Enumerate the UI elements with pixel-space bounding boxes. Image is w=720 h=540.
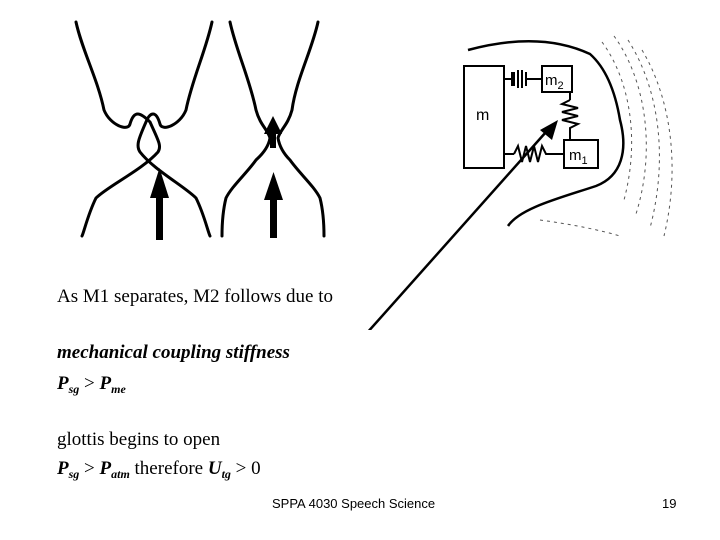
symbol-u: U (207, 458, 222, 479)
caption-line-4: glottis begins to open (57, 429, 221, 450)
subscript-tg: tg (221, 467, 231, 481)
page-number: 19 (662, 496, 677, 511)
left-glottis-drawing (74, 20, 214, 238)
mass-m2-label: m2 (545, 72, 564, 92)
mass-m-label: m (476, 107, 489, 124)
symbol-p: P (99, 373, 112, 394)
symbol-p: P (57, 458, 69, 479)
subscript-sg: sg (68, 382, 80, 396)
pressure-relation-2: Psg > Patm therefore Utg > 0 (57, 458, 261, 482)
tissue-hatching (539, 35, 673, 237)
symbol-p: P (57, 373, 69, 394)
operator: > (79, 458, 100, 479)
right-glottis-drawing (220, 20, 326, 238)
caption-line-1: As M1 separates, M2 follows due to (57, 286, 333, 307)
coupling-pointer-arrow (367, 120, 558, 330)
left-airflow-arrow (150, 168, 169, 240)
symbol-p: P (99, 458, 112, 479)
right-upper-airflow-arrow (264, 116, 282, 148)
mass-m-box (463, 65, 505, 169)
relation-tail: > 0 (230, 458, 261, 479)
subscript-sg: sg (68, 467, 80, 481)
pressure-relation-1: Psg > Pme (57, 373, 126, 397)
operator: > (79, 373, 100, 394)
footer-course-title: SPPA 4030 Speech Science (272, 496, 436, 511)
right-lower-airflow-arrow (264, 172, 283, 238)
two-mass-model (463, 40, 625, 227)
mass-m1-label: m1 (569, 147, 588, 167)
subscript-me: me (111, 382, 126, 396)
figure: m m2 m1 (74, 20, 673, 330)
caption-line-2: mechanical coupling stiffness (57, 342, 290, 363)
subscript-atm: atm (111, 467, 130, 481)
connector-text: therefore (129, 458, 208, 479)
